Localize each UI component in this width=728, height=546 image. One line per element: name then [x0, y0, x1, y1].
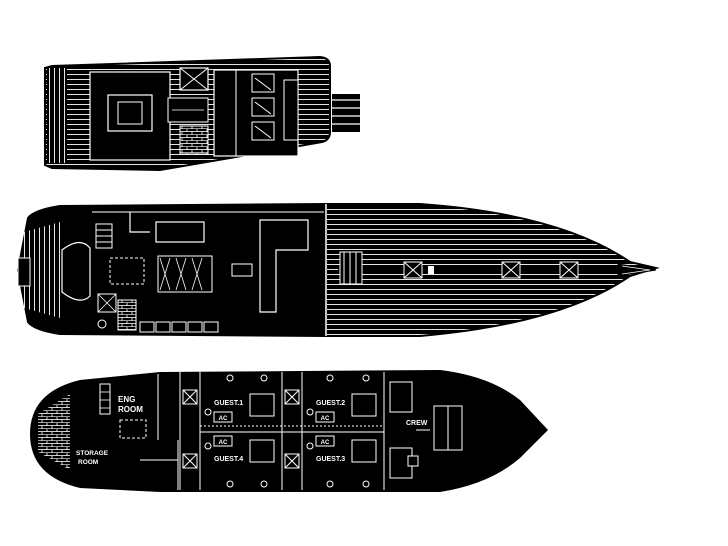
label-storage: STORAGE [76, 450, 109, 457]
label-crew: CREW [406, 420, 428, 427]
label-guest-3: GUEST.3 [316, 456, 345, 463]
lower-deck-engine-room [99, 374, 179, 490]
lower-deck-heads [182, 389, 419, 469]
label-guest-1: GUEST.1 [214, 400, 243, 407]
lower-deck-ac-units: AC AC AC AC [213, 411, 335, 447]
main-deck-dining [109, 255, 213, 293]
main-deck-benches [139, 321, 219, 333]
label-room: ROOM [118, 405, 143, 414]
ac-label-4: AC [321, 440, 330, 446]
upper-deck-ladder [332, 94, 360, 132]
label-eng: ENG [118, 395, 135, 404]
label-guest-4: GUEST.4 [214, 456, 243, 463]
upper-deck-console [107, 94, 153, 132]
upper-deck [44, 55, 360, 172]
ac-label-3: AC [321, 416, 330, 422]
main-deck-stairs-aft [95, 223, 113, 249]
main-deck [16, 202, 660, 338]
main-deck-hatches [403, 261, 579, 279]
upper-deck-stern-planking [47, 68, 67, 163]
main-deck-forward-stairs [339, 251, 363, 285]
ac-label-1: AC [219, 416, 228, 422]
ac-label-2: AC [219, 440, 228, 446]
lower-deck-storage-bricks [38, 394, 70, 470]
main-deck-galley [259, 219, 309, 313]
lower-deck: AC AC AC AC ENG ROOM STORAGE ROOM GUEST.… [30, 370, 548, 492]
main-deck-stern-saloon [61, 241, 91, 301]
label-guest-2: GUEST.2 [316, 400, 345, 407]
label-storage-room: ROOM [78, 459, 98, 466]
lower-deck-portholes [204, 374, 370, 488]
